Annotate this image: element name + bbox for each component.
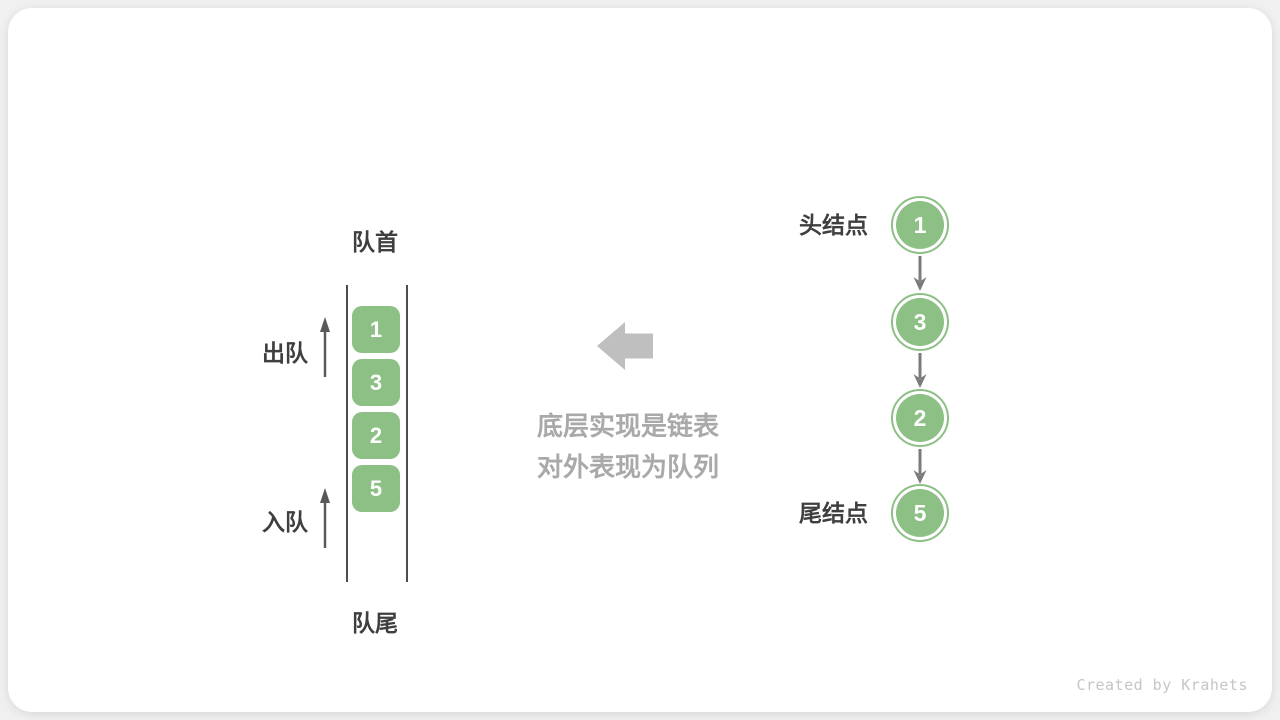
link-down-arrow-icon [913,256,927,291]
enqueue-up-arrow-icon [320,488,330,548]
link-down-arrow-icon [913,449,927,484]
queue-rear-label: 队尾 [352,610,398,636]
watermark-credit: Created by Krahets [1076,676,1248,694]
list-node: 2 [891,389,949,447]
queue-wall-left [346,285,348,582]
list-node: 3 [891,293,949,351]
list-node-value: 3 [896,298,944,346]
list-node: 5 [891,484,949,542]
annotation-line-2: 对外表现为队列 [536,452,719,482]
dequeue-up-arrow-icon [320,317,330,377]
head-node-label: 头结点 [799,212,868,238]
link-down-arrow-icon [913,353,927,388]
list-node-value: 5 [896,489,944,537]
queue-item: 5 [352,465,400,512]
queue-item: 2 [352,412,400,459]
list-node-value: 1 [896,201,944,249]
queue-item: 1 [352,306,400,353]
queue-stack: 1 3 2 5 [352,306,400,512]
transform-left-arrow-icon [597,322,653,370]
tail-node-label: 尾结点 [799,500,868,526]
list-node-value: 2 [896,394,944,442]
annotation-caption: 底层实现是链表 对外表现为队列 [478,406,778,488]
dequeue-label: 出队 [262,340,308,366]
annotation-line-1: 底层实现是链表 [536,411,719,441]
enqueue-label: 入队 [262,509,308,535]
queue-item: 3 [352,359,400,406]
diagram-card [8,8,1272,712]
queue-wall-right [406,285,408,582]
queue-front-label: 队首 [352,229,398,255]
list-node: 1 [891,196,949,254]
